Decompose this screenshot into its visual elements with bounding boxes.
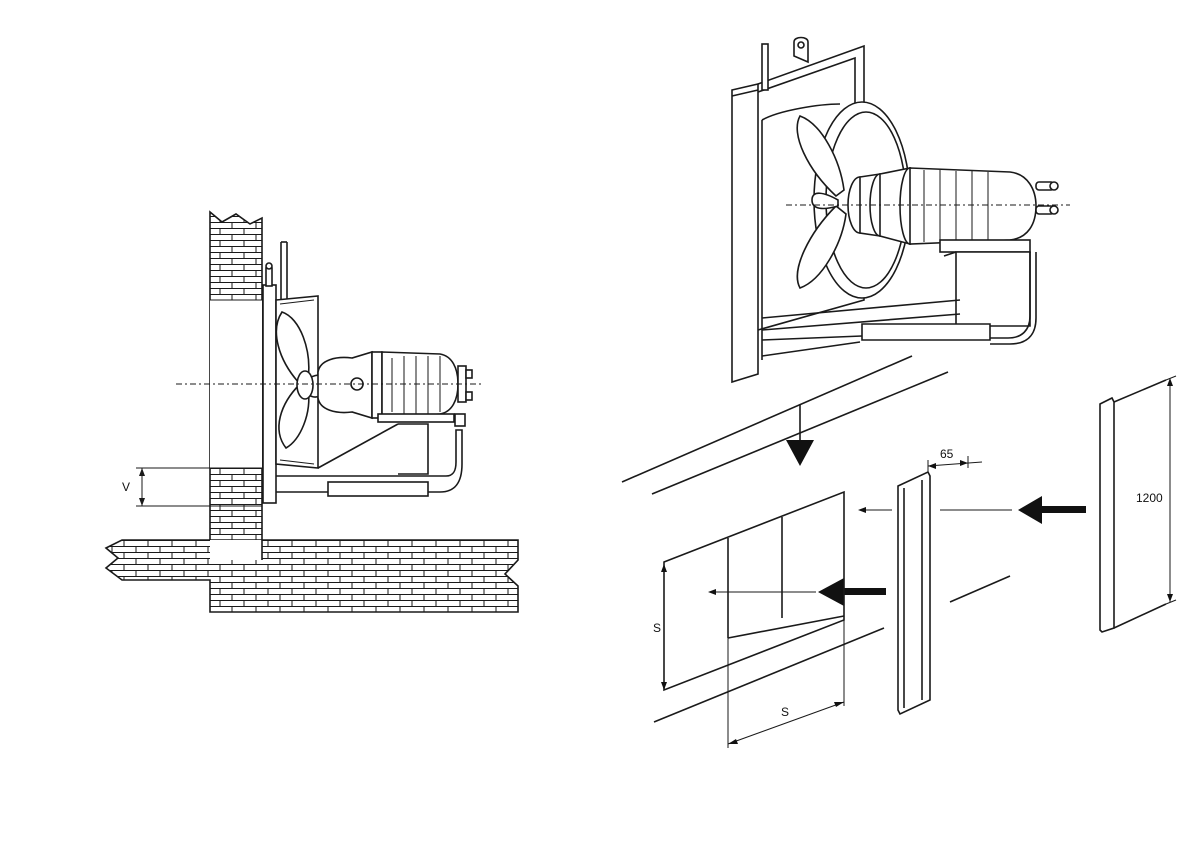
channel-profile <box>897 456 969 716</box>
iso-front-frame <box>731 82 759 384</box>
right-isometric-fan: S S 65 <box>621 36 1177 748</box>
iso-support <box>761 251 1037 357</box>
dimension-s-width-label: S <box>781 705 789 719</box>
dimension-65-label: 65 <box>940 447 954 461</box>
dimension-v-label: V <box>122 480 130 494</box>
mounting-frame <box>262 284 277 504</box>
wall-guide-lines <box>621 355 1011 723</box>
dimension-1200-label: 1200 <box>1136 491 1163 505</box>
dimension-65: 65 <box>927 447 983 469</box>
dimension-v: V <box>122 467 262 507</box>
dimension-s-height-label: S <box>653 621 661 635</box>
frame-panel: 1200 <box>1099 375 1177 633</box>
install-arrows <box>708 404 1086 606</box>
motor-support-bracket <box>276 423 463 497</box>
floor-slab <box>104 539 519 613</box>
iso-motor <box>847 167 1059 253</box>
left-side-view: V <box>104 210 519 613</box>
dimension-s-width: S <box>727 701 845 745</box>
dimension-s-height: S <box>653 564 667 690</box>
wall-opening-panel <box>663 490 845 748</box>
motor <box>317 350 473 427</box>
